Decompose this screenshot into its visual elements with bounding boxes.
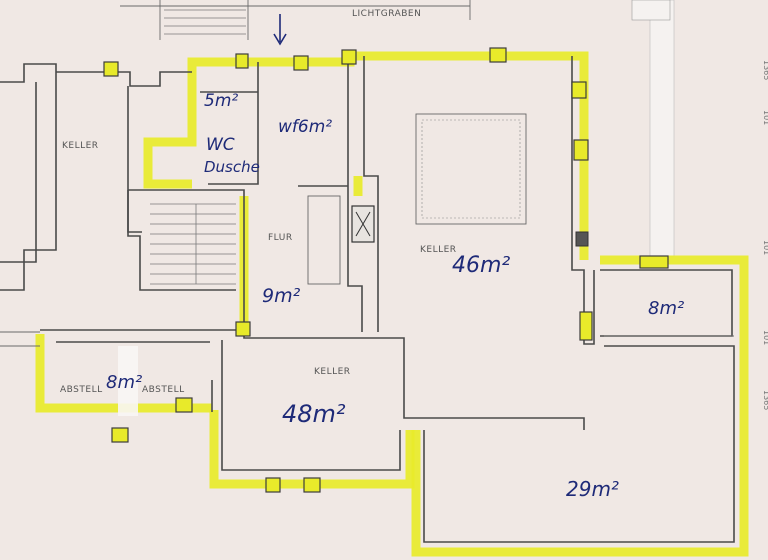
- wall-stair-left: [127, 190, 236, 291]
- label-area-48: 48m²: [282, 400, 346, 428]
- pillar: [303, 477, 321, 493]
- wall-left-keller-top: [56, 71, 192, 87]
- staircase: [150, 203, 236, 285]
- wall-stair-block: [128, 189, 245, 330]
- wall-wc-right: [208, 62, 259, 185]
- pillar: [573, 139, 589, 161]
- white-marker-strip: [118, 346, 138, 416]
- wall-left-keller-right: [127, 86, 142, 233]
- margin-number: 101: [762, 110, 768, 125]
- label-lichtgraben: LICHTGRABEN: [352, 9, 421, 19]
- highlight-wall-29: [411, 255, 749, 557]
- center-table: [415, 113, 527, 225]
- label-area-5: 5m²: [204, 91, 238, 111]
- label-flur: FLUR: [268, 233, 293, 243]
- label-keller-bottom: KELLER: [314, 367, 351, 377]
- pillar: [341, 49, 357, 65]
- margin-numbers: 1365 101 101 101 1365: [762, 60, 768, 410]
- utility-box-mark: [355, 211, 371, 237]
- label-dusche: Dusche: [204, 158, 260, 176]
- wall-center-keller: [363, 56, 379, 332]
- pillar: [639, 255, 669, 269]
- pillar: [265, 477, 281, 493]
- label-area-8-left: 8m²: [106, 372, 142, 393]
- pillar: [571, 81, 587, 99]
- pillars: [103, 47, 669, 493]
- pillar: [579, 311, 593, 341]
- pillar: [103, 61, 119, 77]
- label-area-29: 29m²: [566, 477, 619, 501]
- wall-29-room: [423, 345, 735, 543]
- pillar: [575, 231, 589, 247]
- pillar: [175, 397, 193, 413]
- flur-cabinet: [307, 195, 341, 285]
- margin-number: 1365: [762, 60, 768, 80]
- pillar: [489, 47, 507, 63]
- label-keller-center: KELLER: [420, 245, 457, 255]
- label-area-wf: wf6m²: [278, 117, 332, 137]
- wall-flur-right: [347, 62, 363, 332]
- pillar: [111, 427, 129, 443]
- label-keller-left: KELLER: [62, 141, 99, 151]
- label-area-46: 46m²: [452, 253, 510, 278]
- label-area-flur: 9m²: [262, 285, 301, 307]
- pillar: [235, 53, 249, 69]
- margin-number: 1365: [762, 390, 768, 410]
- top-stair: [164, 9, 246, 35]
- top-chimney: [631, 0, 671, 21]
- highlight-wall-top: [187, 51, 589, 122]
- margin-number: 101: [762, 330, 768, 345]
- label-abstell-1: ABSTELL: [60, 385, 103, 395]
- pillar: [293, 55, 309, 71]
- highlight-wall-wc: [143, 122, 197, 189]
- wall-left-keller: [0, 63, 57, 291]
- entrance-arrow-icon: [273, 14, 287, 46]
- wall-keller-lower-inner: [221, 340, 401, 471]
- light-shaft-strip: [649, 0, 675, 257]
- label-area-8-right: 8m²: [648, 298, 684, 319]
- wall-center-right: [571, 56, 595, 345]
- center-table-inner: [421, 119, 521, 219]
- wall-left-keller-inner: [0, 82, 37, 263]
- margin-number: 101: [762, 240, 768, 255]
- label-abstell-2: ABSTELL: [142, 385, 185, 395]
- label-wc: WC: [206, 135, 235, 155]
- highlight-wall-abstell: [35, 334, 212, 413]
- pillar: [235, 321, 251, 337]
